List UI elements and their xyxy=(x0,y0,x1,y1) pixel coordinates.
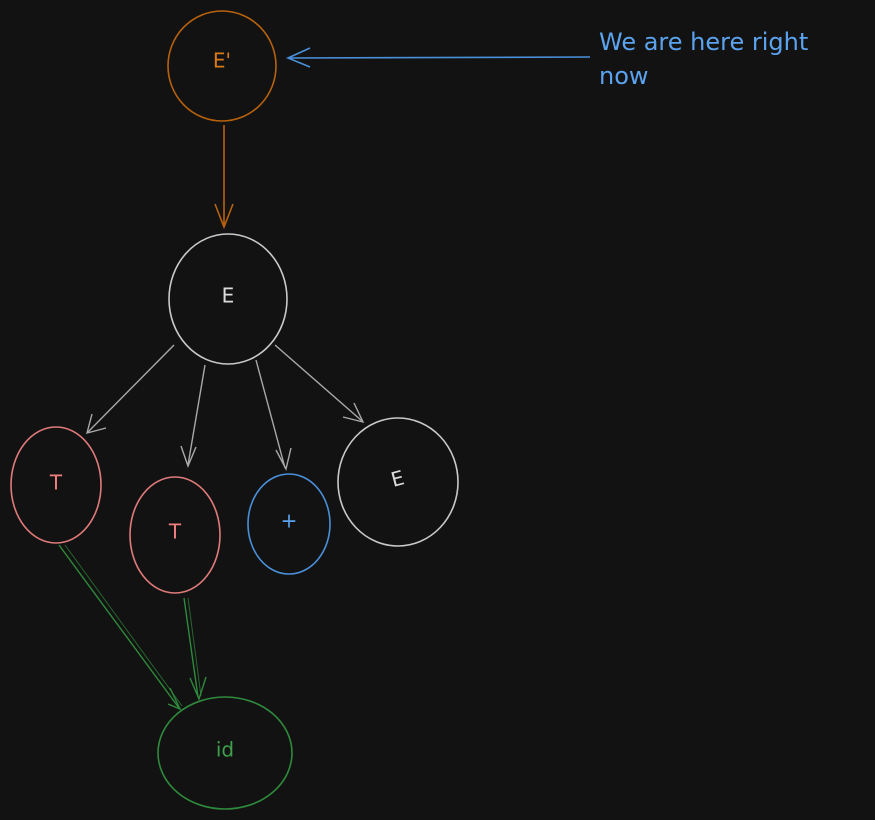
node-t2: T xyxy=(129,476,221,594)
node-t1-circle xyxy=(10,426,102,544)
node-t1: T xyxy=(10,426,102,544)
node-plus-label: + xyxy=(281,509,298,533)
node-e-prime: E' xyxy=(167,10,277,122)
node-id-circle xyxy=(157,696,293,810)
annotation-arrow xyxy=(285,47,591,68)
node-e-child: E xyxy=(337,417,459,547)
node-e-child-label: E xyxy=(388,465,406,491)
node-id: id xyxy=(157,696,293,810)
annotation-text-line1: We are here right xyxy=(599,28,808,56)
node-e-main: E xyxy=(168,233,288,365)
edge-t1-to-id xyxy=(58,544,183,711)
node-e-prime-label: E' xyxy=(213,49,231,73)
node-e-main-circle xyxy=(168,233,288,365)
edge-t2-to-id xyxy=(183,597,207,702)
node-t1-label: T xyxy=(49,471,63,495)
edge-e-prime-to-e xyxy=(214,125,234,230)
edge-e-to-t1 xyxy=(86,344,175,434)
node-plus: + xyxy=(247,473,331,575)
edge-e-to-e-child xyxy=(274,344,365,424)
node-id-label: id xyxy=(216,738,234,762)
edge-e-to-plus xyxy=(255,359,292,471)
node-t2-label: T xyxy=(168,520,182,544)
edge-e-to-t2 xyxy=(180,364,206,468)
node-e-prime-circle xyxy=(167,10,277,122)
node-e-main-label: E xyxy=(222,284,235,308)
annotation-text-line2: now xyxy=(599,62,649,90)
node-t2-circle xyxy=(129,476,221,594)
node-e-child-circle xyxy=(337,417,459,547)
node-plus-circle xyxy=(247,473,331,575)
